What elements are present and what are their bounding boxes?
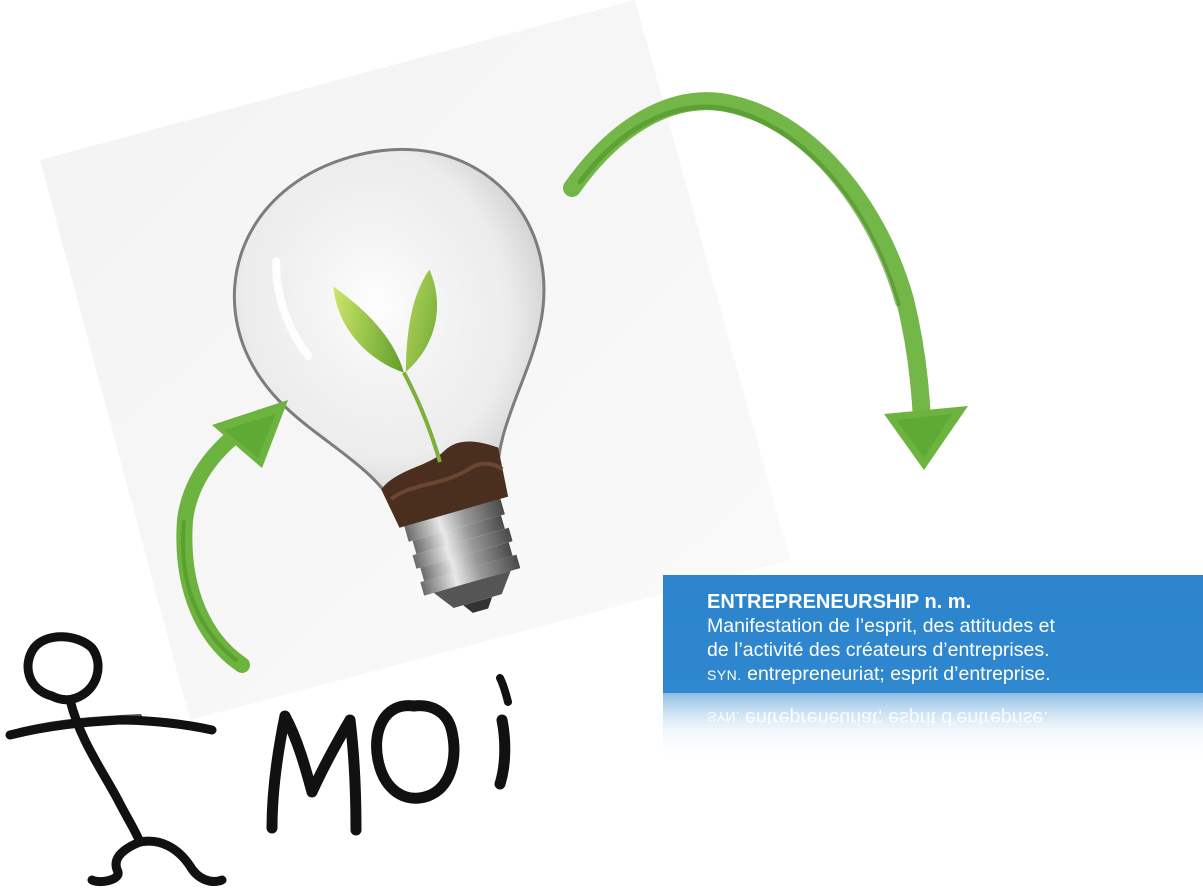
definition-line-1: Manifestation de l’esprit, des attitudes…: [707, 615, 1055, 637]
reflection-fade: [663, 693, 1203, 783]
definition-line-2: de l’activité des créateurs d’entreprise…: [707, 639, 1050, 661]
definition-synonyms: SYN. entrepreneuriat; esprit d’entrepris…: [707, 662, 1187, 687]
synonym-text: entrepreneuriat; esprit d’entreprise.: [741, 663, 1051, 685]
definition-card-reflection: SYN. entrepreneuriat; esprit d’entrepris…: [663, 693, 1203, 783]
definition-term: ENTREPRENEURSHIP n. m.: [707, 591, 972, 613]
definition-card: ENTREPRENEURSHIP n. m. Manifestation de …: [663, 575, 1203, 693]
synonym-abbreviation: SYN.: [707, 667, 742, 683]
